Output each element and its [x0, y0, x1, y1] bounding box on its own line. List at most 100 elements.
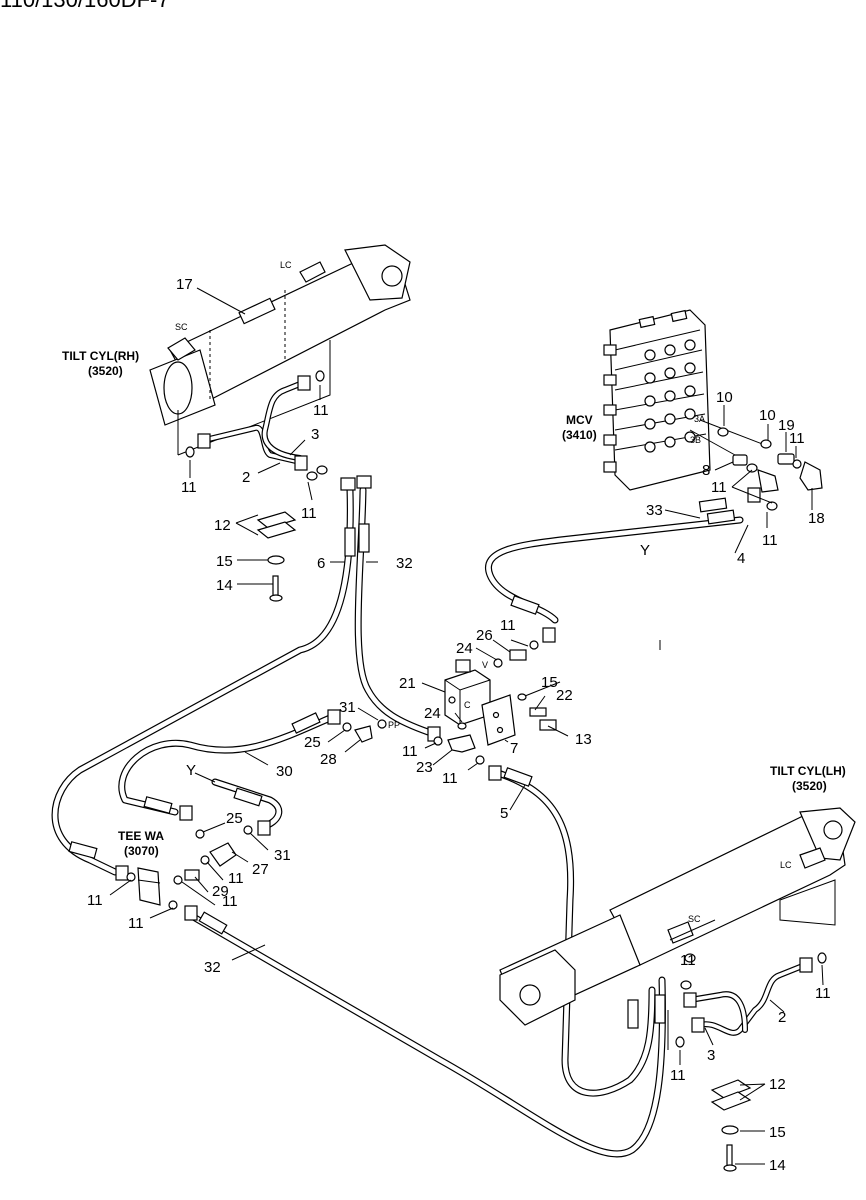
pipe-2-lh	[697, 962, 808, 1036]
washer-15-rh	[267, 555, 285, 565]
oring-11-rh-b	[185, 446, 195, 458]
callout-3-a: 3	[311, 426, 319, 443]
hose-end-nuts	[115, 475, 761, 921]
sleeve-4	[706, 509, 736, 525]
callout-10-a: 10	[716, 389, 733, 406]
tee-wa-block	[126, 825, 253, 910]
mark-pp: PP	[388, 720, 400, 730]
tilt-cylinder-rh	[149, 244, 411, 426]
label-tilt-cyl-lh: TILT CYL(LH)	[770, 764, 846, 778]
rod-face-rh	[163, 361, 193, 415]
adapter-19	[777, 453, 795, 465]
valve-small-parts	[342, 640, 557, 765]
callout-22: 22	[556, 687, 573, 704]
leader-lines	[109, 287, 824, 1165]
oring-11-mcv-d	[792, 459, 802, 469]
callout-14-a: 14	[216, 577, 233, 594]
oring-11-lh-c	[680, 980, 692, 990]
oring-24-b	[457, 722, 467, 730]
callout-15-a: 15	[216, 553, 233, 570]
callout-11-e: 11	[711, 479, 727, 496]
pipe-3-lh	[687, 991, 748, 1033]
oring-11-tee-l	[168, 900, 178, 910]
callout-32-b: 32	[204, 959, 221, 976]
sleeve-5-lh	[627, 999, 639, 1029]
oring-25-valve	[342, 722, 352, 732]
callout-7: 7	[510, 740, 518, 757]
valve-block-21	[444, 659, 491, 726]
valve-cap-21	[455, 659, 471, 673]
callout-11-i: 11	[442, 770, 458, 787]
oring-11-tee-j	[126, 872, 136, 882]
callout-27: 27	[252, 861, 269, 878]
nut-32-tee	[115, 865, 129, 881]
clamp-12-rh-top	[256, 511, 297, 529]
callout-26: 26	[476, 627, 493, 644]
mark-lc-rh: LC	[280, 260, 292, 270]
bolt-22	[529, 707, 547, 717]
oring-31-valve	[377, 719, 387, 729]
callout-11-n: 11	[815, 985, 831, 1002]
callout-25-a: 25	[304, 734, 321, 751]
oring-11-valve-i	[475, 755, 485, 765]
bolt-13	[539, 719, 557, 731]
oring-31-tee	[243, 825, 253, 835]
callout-2-b: 2	[778, 1009, 786, 1026]
callout-11-d: 11	[789, 430, 805, 447]
adapter-8	[732, 454, 748, 466]
sleeve-6	[344, 527, 356, 557]
mark-y-upper: Y	[640, 542, 650, 559]
oring-11-mcv-e	[746, 463, 758, 473]
mark-y-lower: Y	[186, 762, 196, 779]
callout-31-a: 31	[339, 699, 356, 716]
hose-30-tee-to-valve	[118, 714, 334, 816]
callout-4: 4	[737, 550, 745, 567]
sleeve-30-valve	[291, 712, 321, 734]
callout-19: 19	[778, 417, 795, 434]
mark-v: V	[482, 660, 488, 670]
label-tilt-cyl-rh: TILT CYL(RH)	[62, 349, 139, 363]
callout-11-p: 11	[680, 952, 696, 969]
nut-4-valve	[542, 627, 556, 643]
mark-sc-rh: SC	[175, 322, 188, 332]
callout-12-a: 12	[214, 517, 231, 534]
bolt-14-lh	[726, 1144, 733, 1168]
pipe-2-nut-rh	[294, 455, 308, 471]
pipe-2-nut-lh	[691, 1017, 705, 1033]
pipe-2-end-lh	[799, 957, 813, 973]
callout-11-g: 11	[500, 617, 516, 634]
callout-31-b: 31	[274, 847, 291, 864]
sleeve-5	[503, 767, 533, 787]
tilt-cylinder-lh	[499, 807, 856, 1026]
pipe-3-end-rh	[297, 375, 311, 391]
frame-lh-box	[779, 879, 836, 926]
clamp-17	[238, 297, 276, 325]
mcv-fittings	[689, 419, 823, 511]
adapter-26	[509, 649, 527, 661]
callout-23: 23	[416, 759, 433, 776]
callout-11-k: 11	[222, 893, 238, 910]
callout-14-b: 14	[769, 1157, 786, 1174]
callout-11-f: 11	[762, 532, 778, 549]
nut-4-mcv	[747, 487, 761, 503]
oring-11-tee-k	[173, 875, 183, 885]
callout-13: 13	[575, 731, 592, 748]
callout-2-a: 2	[242, 469, 250, 486]
callout-17: 17	[176, 276, 193, 293]
sleeve-30-tee	[143, 796, 173, 814]
oring-11-rh-c2	[316, 465, 328, 475]
nut-6-top	[340, 477, 356, 491]
sleeve-y	[233, 787, 263, 807]
hose-32-long-rh-to-tee	[51, 486, 354, 876]
nut-32-top	[356, 475, 372, 489]
hose-sleeves	[68, 497, 736, 1029]
rod-eye-lh	[499, 949, 576, 1026]
hose-y-to-tee	[211, 778, 283, 831]
callout-21: 21	[399, 675, 416, 692]
washer-15-lh	[721, 1125, 739, 1135]
callout-11-j: 11	[228, 870, 244, 887]
label-mcv: MCV	[566, 413, 593, 427]
port-lc-lh	[799, 847, 826, 869]
label-mcv-code: (3410)	[562, 428, 597, 442]
